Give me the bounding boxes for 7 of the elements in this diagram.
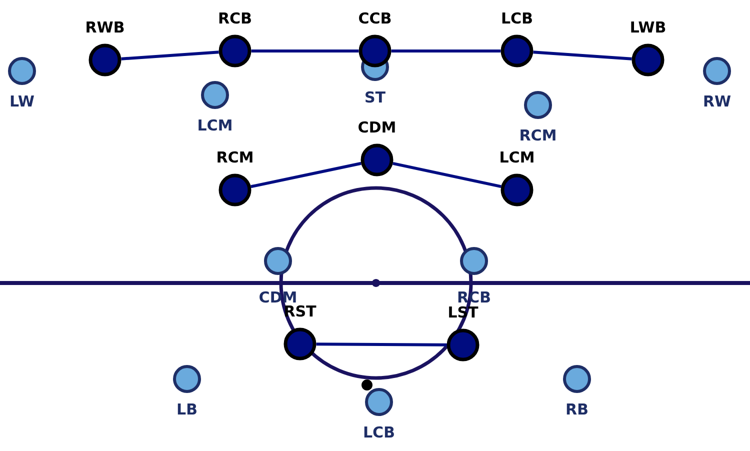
link-line <box>392 162 502 188</box>
link-line <box>391 50 501 52</box>
link-line <box>533 50 632 60</box>
link-line <box>121 50 219 60</box>
link-line <box>316 342 447 346</box>
link-line <box>251 50 359 52</box>
link-line <box>250 162 362 188</box>
